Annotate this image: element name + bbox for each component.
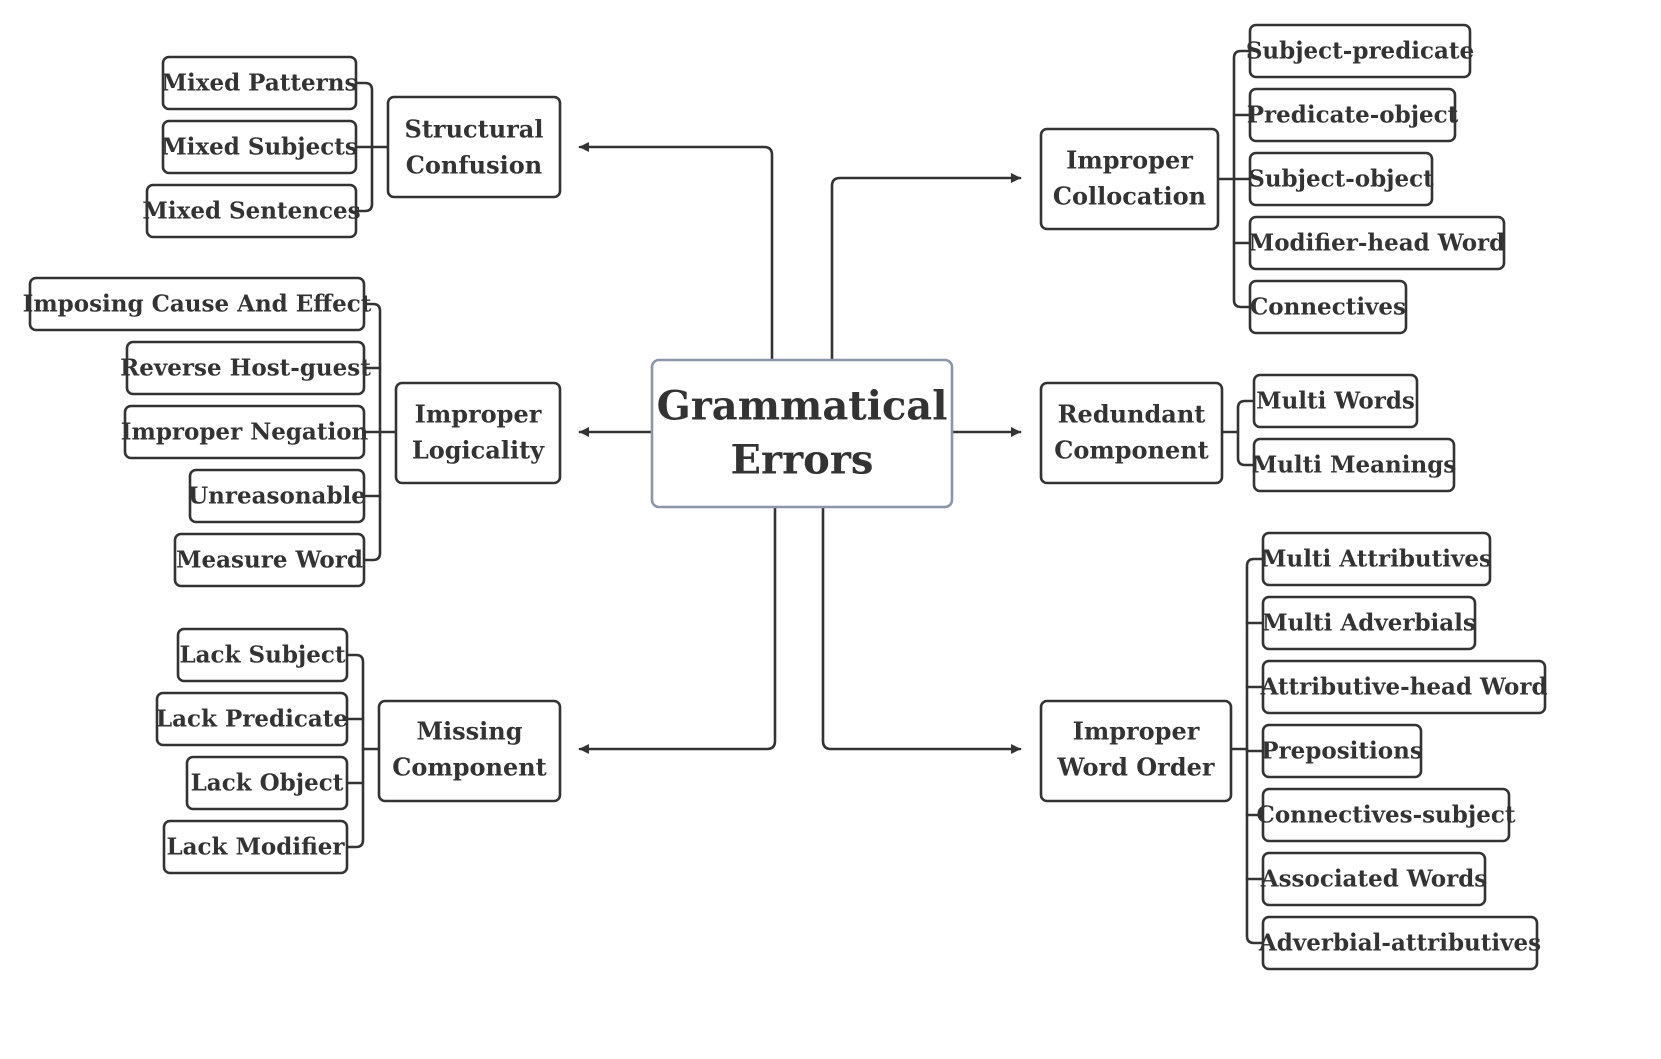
leaf-item-label: Modifier-head Word xyxy=(1249,230,1505,257)
leaf-item-label: Lack Modifier xyxy=(166,834,345,861)
category-redundant-line-1: Redundant xyxy=(1058,400,1206,429)
root-box xyxy=(650,358,954,509)
bracket-rail-redundant xyxy=(1236,399,1256,467)
category-logicality-line-2: Logicality xyxy=(412,436,545,465)
leaf-word-order-5-box xyxy=(1261,851,1487,907)
leaf-item-label: Lack Predicate xyxy=(156,706,348,733)
leaf-item-label: Unreasonable xyxy=(188,483,366,510)
leaf-item-label: Multi Meanings xyxy=(1252,452,1457,479)
leaf-word-order-2-box xyxy=(1261,659,1547,715)
leaf-item-label: Adverbial-attributives xyxy=(1258,930,1541,957)
leaf-item-label: Measure Word xyxy=(176,547,363,574)
leaf-item-label: Mixed Sentences xyxy=(142,198,360,225)
leaf-word-order-1-box xyxy=(1261,595,1477,651)
leaf-word-order-6-box xyxy=(1261,915,1539,971)
leaf-structural-2-box xyxy=(145,183,358,239)
root-title-line-2: Errors xyxy=(731,437,874,484)
leaf-logicality-4-box xyxy=(173,532,366,588)
connectors xyxy=(345,49,1265,945)
leaf-missing-3-box xyxy=(162,819,349,875)
leaf-missing-1-box xyxy=(155,691,349,747)
leaf-collocation-2-box xyxy=(1248,151,1434,207)
leaf-missing-2-box xyxy=(185,755,349,811)
leaf-item-label: Multi Attributives xyxy=(1261,546,1492,573)
connector-root-to-word-order xyxy=(821,505,1022,754)
leaf-item-label: Predicate-object xyxy=(1247,102,1459,129)
leaf-item-label: Connectives xyxy=(1250,294,1406,321)
leaf-item-label: Mixed Subjects xyxy=(161,134,358,161)
bracket-rail-missing xyxy=(345,653,365,849)
category-word-order-line-2: Word Order xyxy=(1056,753,1214,782)
leaf-item-label: Reverse Host-guest xyxy=(120,355,371,382)
leaf-item-label: Associated Words xyxy=(1260,866,1488,893)
category-missing-line-1: Missing xyxy=(416,717,522,746)
leaf-logicality-3-box xyxy=(188,468,366,524)
category-structural-line-2: Confusion xyxy=(406,151,542,180)
leaf-item-label: Improper Negation xyxy=(121,419,369,446)
leaf-collocation-3-box xyxy=(1248,215,1506,271)
leaf-logicality-2-box xyxy=(123,404,366,460)
category-structural-box xyxy=(386,95,562,199)
leaf-logicality-1-box xyxy=(125,340,366,396)
category-missing-line-2: Component xyxy=(392,753,547,782)
category-collocation-box xyxy=(1039,127,1220,231)
leaf-item-label: Prepositions xyxy=(1261,738,1423,765)
leaf-item-label: Subject-predicate xyxy=(1246,38,1474,65)
leaf-item-label: Mixed Patterns xyxy=(162,70,358,97)
category-collocation-line-1: Improper xyxy=(1066,146,1193,175)
connector-root-to-missing xyxy=(578,505,777,754)
leaf-structural-0-box xyxy=(161,55,358,111)
nodes: GrammaticalErrorsStructuralConfusionMixe… xyxy=(23,23,1548,971)
category-redundant-box xyxy=(1039,381,1224,485)
category-missing-box xyxy=(377,699,562,803)
root-title-line-1: Grammatical xyxy=(657,383,948,430)
leaf-item-label: Attributive-head Word xyxy=(1259,674,1547,701)
leaf-word-order-0-box xyxy=(1261,531,1492,587)
leaf-redundant-1-box xyxy=(1252,437,1456,493)
leaf-collocation-4-box xyxy=(1248,279,1408,335)
leaf-missing-0-box xyxy=(176,627,349,683)
leaf-word-order-4-box xyxy=(1261,787,1511,843)
leaf-redundant-0-box xyxy=(1252,373,1419,429)
leaf-item-label: Multi Words xyxy=(1256,388,1415,415)
leaf-word-order-3-box xyxy=(1261,723,1423,779)
leaf-item-label: Subject-object xyxy=(1248,166,1434,193)
category-collocation-line-2: Collocation xyxy=(1053,182,1206,211)
leaf-item-label: Multi Adverbials xyxy=(1262,610,1476,637)
category-logicality-line-1: Improper xyxy=(415,400,542,429)
category-structural-line-1: Structural xyxy=(405,115,544,144)
category-redundant-line-2: Component xyxy=(1054,436,1209,465)
leaf-logicality-0-box xyxy=(28,276,366,332)
leaf-collocation-0-box xyxy=(1248,23,1472,79)
category-word-order-line-1: Improper xyxy=(1073,717,1200,746)
leaf-collocation-1-box xyxy=(1248,87,1457,143)
leaf-item-label: Lack Subject xyxy=(179,642,345,669)
leaf-item-label: Lack Object xyxy=(191,770,344,797)
leaf-structural-1-box xyxy=(161,119,358,175)
connector-root-to-collocation xyxy=(830,173,1022,362)
leaf-item-label: Connectives-subject xyxy=(1257,802,1516,829)
leaf-item-label: Imposing Cause And Effect xyxy=(23,291,372,318)
category-logicality-box xyxy=(394,381,562,485)
connector-root-to-structural xyxy=(578,142,774,362)
category-word-order-box xyxy=(1039,699,1233,803)
